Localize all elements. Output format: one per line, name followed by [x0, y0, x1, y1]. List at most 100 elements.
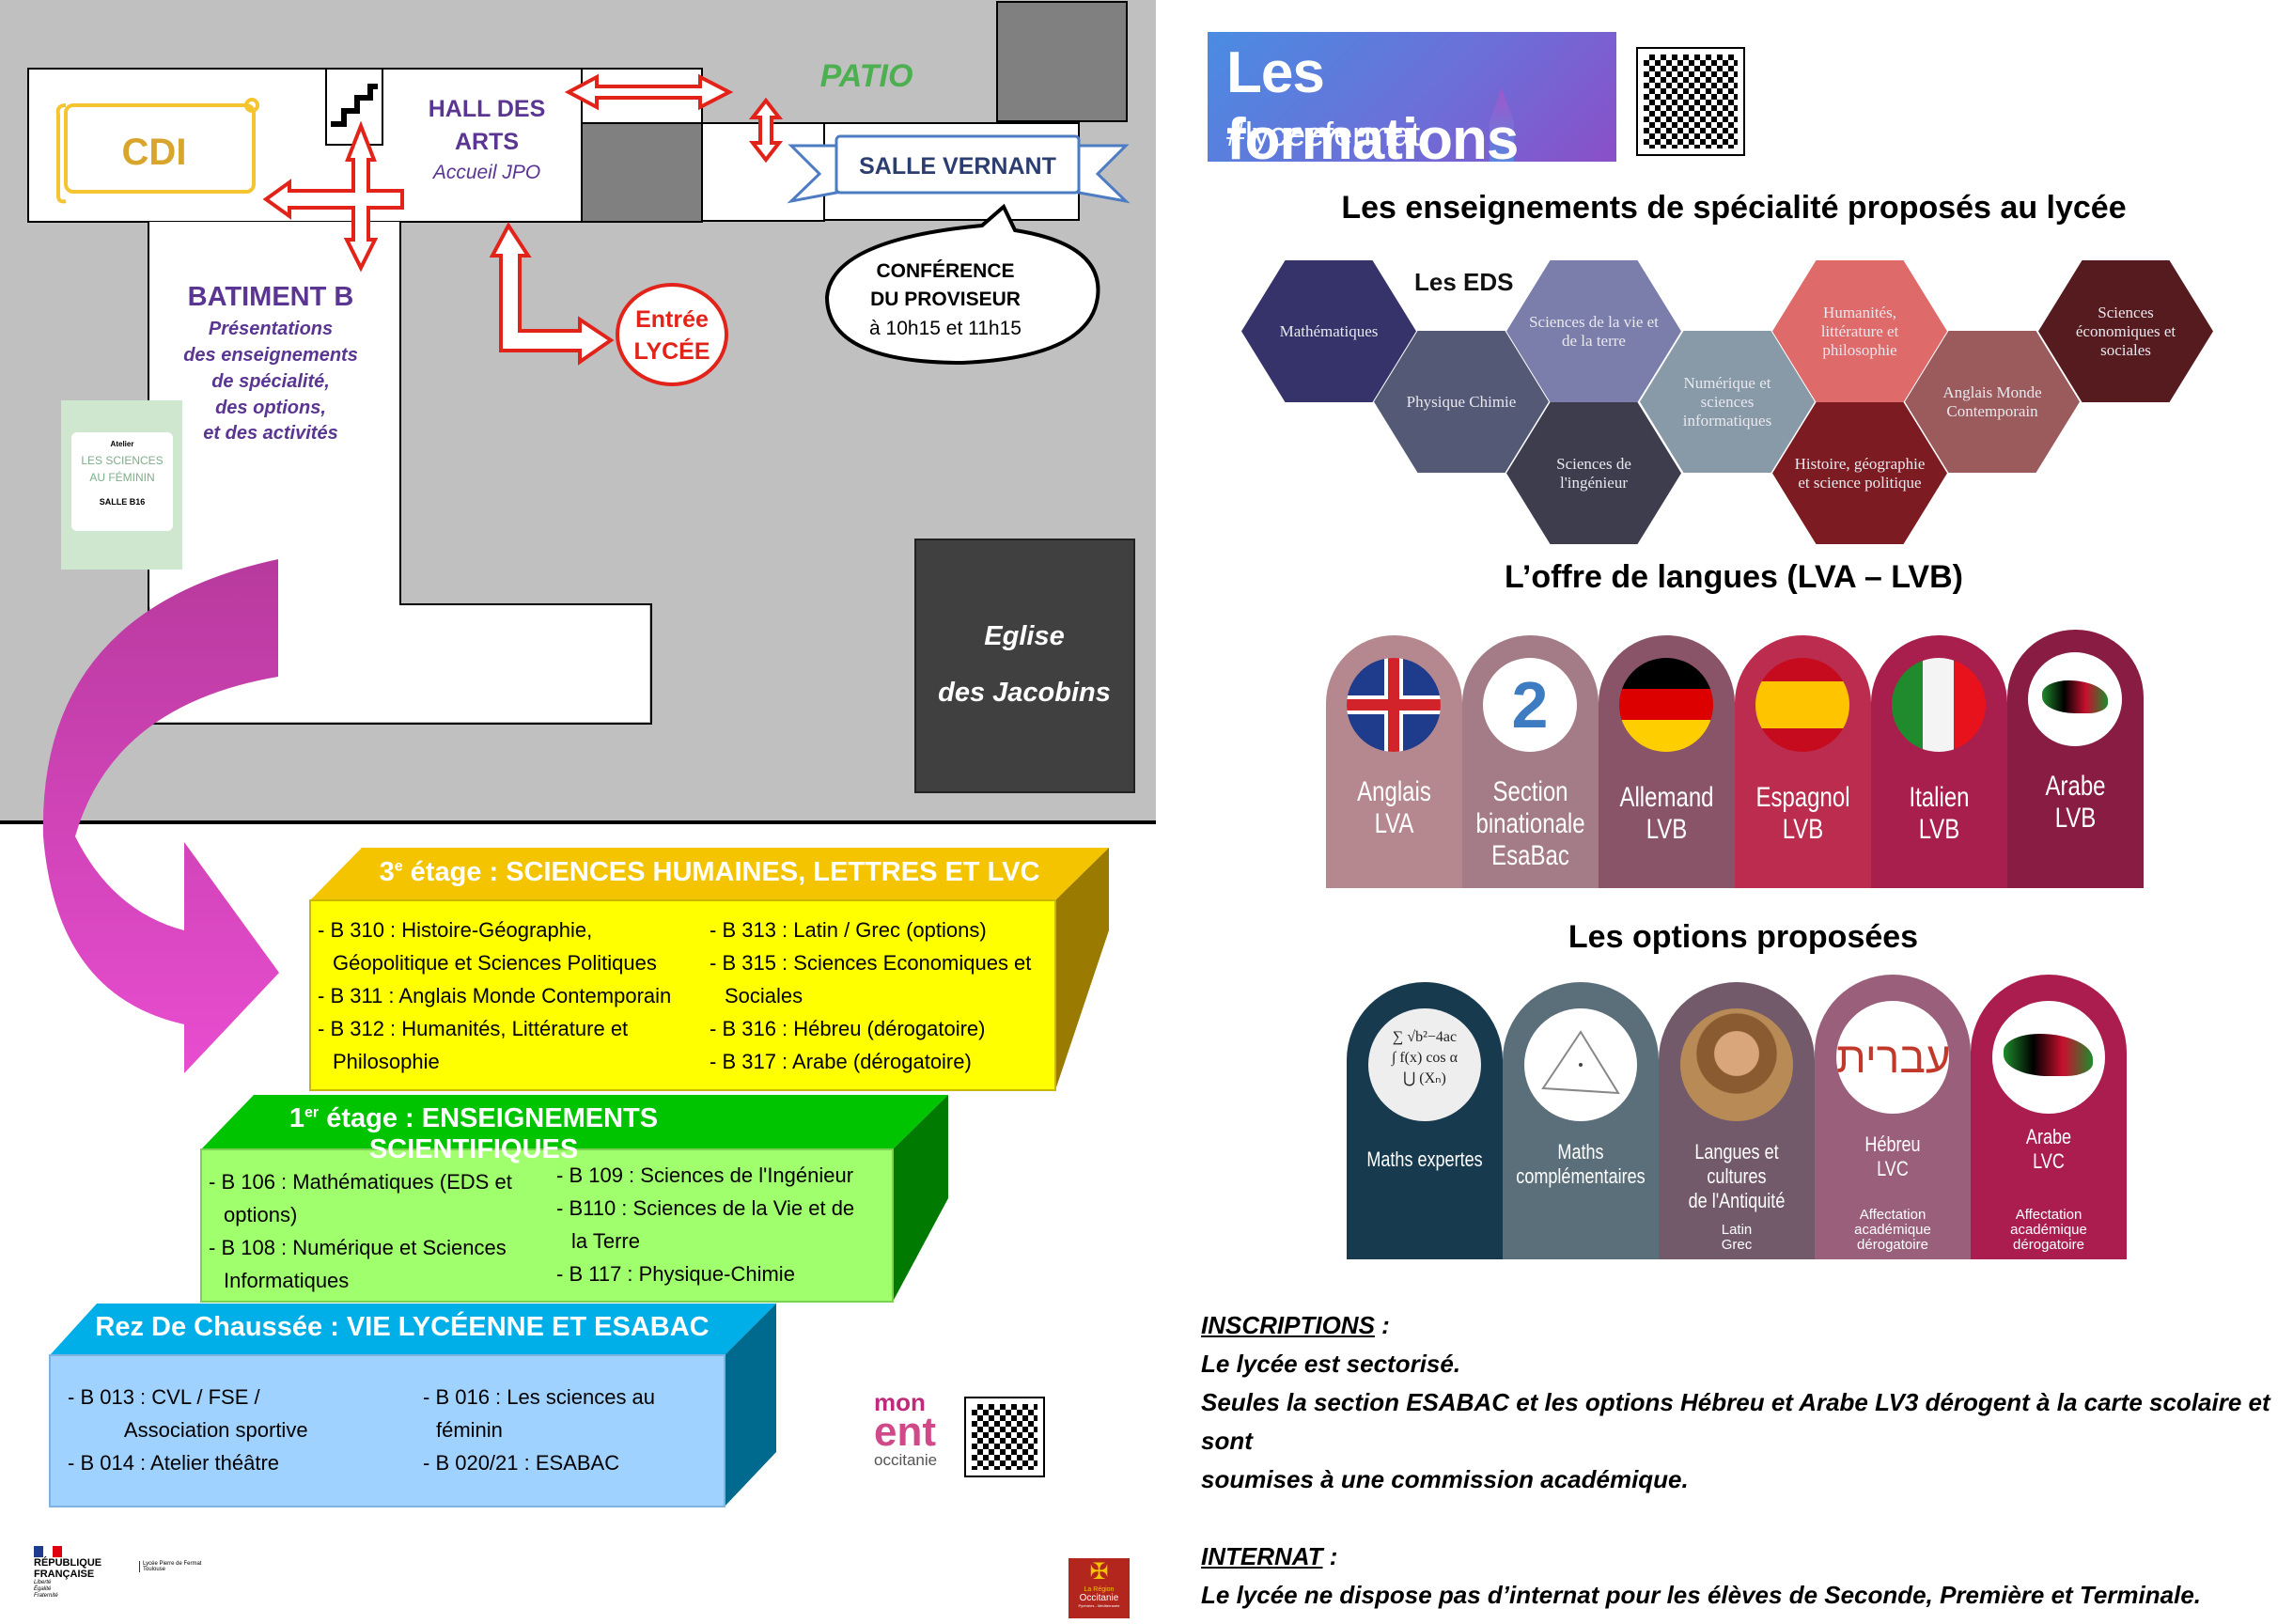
antique-portrait-icon — [1680, 1008, 1793, 1121]
cdi-scroll-icon — [55, 98, 259, 204]
floor-1-col2: - B 109 : Sciences de l'Ingénieur - B110… — [556, 1159, 854, 1290]
logo-text: RÉPUBLIQUE — [34, 1557, 102, 1569]
patio-label: PATIO — [820, 58, 913, 94]
room-line: - B 014 : Atelier théâtre — [68, 1451, 280, 1475]
batiment-line: des enseignements — [183, 345, 358, 366]
info-line: Seules la section ESABAC et les options … — [1201, 1388, 2270, 1455]
option-sublabel: Latin Grec — [1721, 1222, 1753, 1253]
logo-text: Liberté — [34, 1580, 52, 1585]
batiment-line: de spécialité, — [211, 371, 330, 392]
floor-3-title: 3e étage : SCIENCES HUMAINES, LETTRES ET… — [310, 857, 1109, 888]
floor-pointer-arrow-icon — [42, 559, 279, 1073]
room-line: - B 317 : Arabe (dérogatoire) — [710, 1050, 972, 1073]
logo-text: Pyrénées - Méditerranée — [1078, 1603, 1120, 1608]
cdi-label: CDI — [122, 132, 187, 173]
room-line: - B 109 : Sciences de l'Ingénieur — [556, 1163, 854, 1187]
gray-room — [996, 1, 1128, 122]
info-line: soumises à une commission académique. — [1201, 1465, 1689, 1493]
conference-line: DU PROVISEUR — [870, 289, 1021, 310]
langue-label: Allemand — [1619, 782, 1714, 813]
room-line: - B 310 : Histoire-Géographie, — [318, 918, 593, 942]
hall-label: ARTS — [455, 129, 519, 155]
room-line: Association sportive — [68, 1418, 308, 1442]
germany-flag-icon — [1619, 658, 1713, 752]
arab-world-map-icon — [1992, 1001, 2105, 1114]
eds-label: Les EDS — [1414, 268, 1514, 296]
flag-icon — [34, 1546, 62, 1557]
formations-qr-code[interactable] — [1636, 47, 1745, 156]
room-line: Informatiques — [224, 1269, 350, 1292]
logo-text: La Région — [1084, 1586, 1115, 1593]
eglise-block — [914, 539, 1135, 793]
svg-text:AU FÉMININ: AU FÉMININ — [89, 470, 154, 484]
ent-logo-text: occitanie — [874, 1451, 938, 1469]
hall-label: HALL DES — [429, 96, 546, 122]
option-label: LVC — [2033, 1149, 2065, 1173]
langue-label: EsaBac — [1491, 840, 1569, 871]
internat-title: INTERNAT — [1201, 1542, 1323, 1570]
room-line: la Terre — [571, 1229, 640, 1253]
option-label: Maths expertes — [1366, 1148, 1483, 1171]
svg-text:LES SCIENCES: LES SCIENCES — [81, 454, 163, 467]
hebrew-letters-icon: עברית — [1836, 1001, 1949, 1114]
room-line: options) — [224, 1203, 298, 1226]
room-line: - B 311 : Anglais Monde Contemporain — [318, 984, 672, 1007]
floor-title-num: 3 — [379, 857, 395, 887]
ent-qr-code[interactable] — [964, 1397, 1045, 1477]
option-label: Maths — [1557, 1140, 1604, 1163]
room-line: Géopolitique et Sciences Politiques — [333, 951, 657, 975]
mon-ent-logo[interactable]: mon ent occitanie — [874, 1390, 949, 1485]
options-heading: Les options proposées — [1568, 919, 1919, 955]
room-line: - B110 : Sciences de la Vie et de — [556, 1196, 855, 1220]
option-sublabel: Affectation académique dérogatoire — [1854, 1207, 1931, 1253]
logo-text: Égalité — [34, 1586, 52, 1592]
option-label: Arabe — [2025, 1125, 2072, 1148]
langue-level: LVB — [1918, 814, 1960, 845]
room-line: féminin — [436, 1418, 503, 1442]
batiment-title: BATIMENT B — [188, 282, 354, 312]
direction-arrows-icon — [262, 73, 784, 366]
inscriptions-title: INSCRIPTIONS — [1201, 1311, 1375, 1339]
logo-text: Occitanie — [1079, 1593, 1119, 1603]
langue-label: Arabe — [2045, 771, 2106, 802]
option-card-maths-expertes[interactable]: ∑ √b²−4ac∫ f(x) cos α⋃ (Xₙ) Maths expert… — [1347, 982, 1503, 1259]
langue-label: Anglais — [1357, 776, 1431, 807]
eds-heading: Les enseignements de spécialité proposés… — [1341, 190, 2127, 226]
room-line: - B 108 : Numérique et Sciences — [209, 1236, 507, 1259]
spain-flag-icon — [1755, 658, 1849, 752]
republique-francaise-logo: RÉPUBLIQUE FRANÇAISE Liberté Égalité Fra… — [34, 1546, 222, 1612]
formations-banner: Les formations #lyceefermat — [1208, 32, 1616, 162]
hall-sublabel: Accueil JPO — [431, 162, 540, 183]
gray-room — [581, 122, 703, 223]
floor-title-sup: e — [394, 858, 403, 875]
arab-world-map-icon — [2028, 652, 2122, 746]
langue-level: LVA — [1374, 808, 1414, 839]
room-line: - B 313 : Latin / Grec (options) — [710, 918, 987, 942]
floor-title-text: étage : ENSEIGNEMENTS SCIENTIFIQUES — [319, 1103, 659, 1164]
banner-title: Les formations — [1226, 40, 1519, 162]
option-label: Hébreu — [1864, 1132, 1921, 1156]
option-sublabel: Affectation académique dérogatoire — [2010, 1207, 2087, 1253]
floor-0-col2: - B 016 : Les sciences au féminin - B 02… — [423, 1381, 655, 1479]
floor-1-title: 1er étage : ENSEIGNEMENTS SCIENTIFIQUES — [201, 1103, 746, 1165]
logo-text: Lycée Pierre de Fermat — [143, 1561, 202, 1567]
room-line: - B 117 : Physique-Chimie — [556, 1262, 795, 1286]
info-section: INSCRIPTIONS : Le lycée est sectorisé. S… — [1201, 1306, 2291, 1615]
floor-boxes — [49, 848, 1109, 1507]
stairs-glyph — [331, 84, 378, 127]
info-line: Le lycée ne dispose pas d’internat pour … — [1201, 1581, 2202, 1609]
eglise-label: des Jacobins — [938, 678, 1111, 708]
sciences-feminin-poster: Atelier LES SCIENCES AU FÉMININ SALLE B1… — [61, 400, 182, 570]
batiment-line: Présentations — [209, 319, 333, 339]
occitan-cross-icon: ✠ — [1089, 1559, 1109, 1585]
